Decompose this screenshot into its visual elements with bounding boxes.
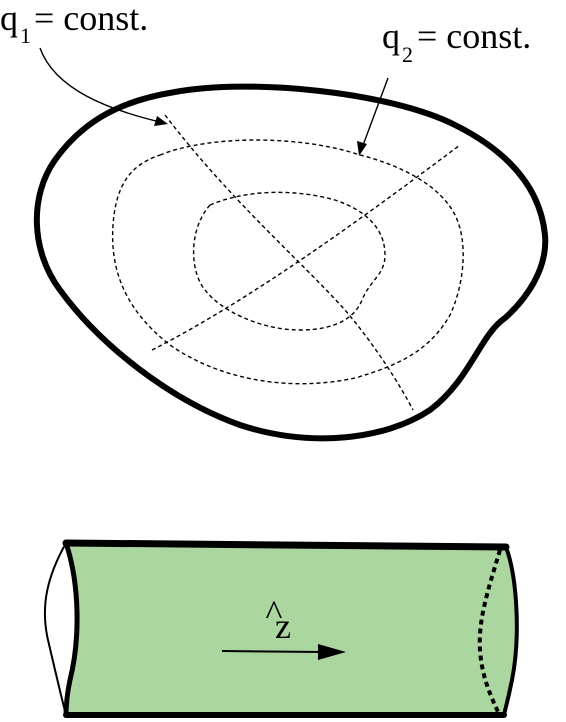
tube-top-edge (62, 539, 510, 551)
q2-leader-line (361, 77, 389, 149)
q1-coordinate-line (164, 114, 414, 411)
q2-contour-outer (111, 139, 464, 385)
z-axis-label: z (275, 606, 291, 646)
q1-leader-arrowhead (154, 116, 168, 126)
q2-const-text: = const. (417, 16, 531, 56)
q2-leader-arrowhead (357, 141, 367, 156)
waveguide-tube: ^ z (43, 539, 519, 718)
q1-subscript: 1 (20, 23, 31, 48)
cross-section (33, 83, 549, 442)
q1-leader-line (39, 47, 161, 123)
tube-left-rim (63, 542, 80, 716)
z-direction-arrow-shaft (221, 650, 323, 653)
q2-subscript: 2 (402, 42, 413, 67)
tube-body (67, 543, 516, 715)
q2-contour-inner (192, 191, 386, 331)
tube-right-hidden-rim (477, 549, 502, 713)
leader-arrows (39, 47, 389, 156)
q1-const-text: = const. (34, 0, 148, 38)
q2-label: q 2 = const. (382, 16, 531, 67)
tube-right-rim (502, 546, 519, 716)
q1-label: q 1 = const. (0, 0, 148, 48)
q2-coordinate-line (151, 144, 461, 351)
q2-symbol: q (382, 16, 400, 56)
tube-left-opening (43, 542, 67, 716)
z-hat-symbol: ^ (266, 593, 283, 633)
z-direction-arrowhead (318, 644, 346, 660)
q1-symbol: q (0, 0, 18, 38)
cross-section-boundary (33, 83, 549, 442)
